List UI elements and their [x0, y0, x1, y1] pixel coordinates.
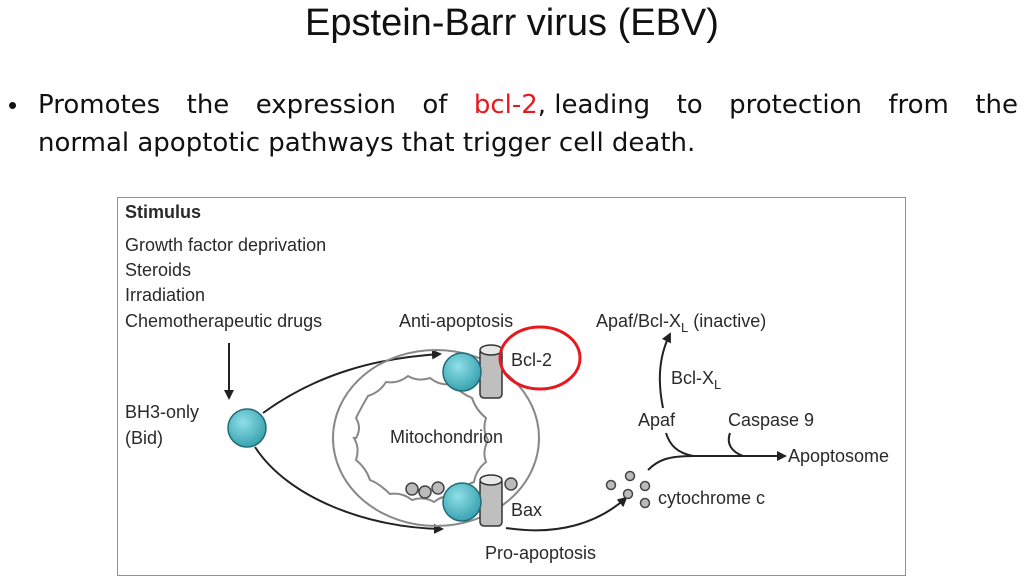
bcl2-label: Bcl-2	[511, 350, 552, 370]
cytochrome-c-dot	[624, 470, 636, 482]
mitochondrion-label: Mitochondrion	[390, 427, 503, 447]
cytochrome-to-apoptosome-path	[647, 455, 694, 471]
bclxl-text: Bcl-X	[671, 368, 714, 388]
pro-apoptosis-label: Pro-apoptosis	[485, 543, 596, 563]
bullet-line-2: normal apoptotic pathways that trigger c…	[38, 128, 696, 158]
bullet-line-1: Promotes the expression of bcl-2, leadin…	[38, 86, 1018, 124]
apoptosis-diagram: Stimulus Growth factor deprivation Stero…	[117, 197, 906, 576]
bullet-text: Promotes the expression of bcl-2, leadin…	[38, 86, 1018, 162]
slide-title: Epstein-Barr virus (EBV)	[305, 2, 719, 44]
cytochrome-dot	[431, 481, 445, 495]
apaf-label: Apaf	[638, 410, 676, 430]
cytochrome-dot	[418, 485, 432, 499]
apaf-join-line	[665, 432, 694, 457]
stimulus-item: Irradiation	[125, 285, 205, 305]
bullet-word: , leading	[537, 90, 651, 120]
apaf-bclxl-inactive-label: Apaf/Bcl-XL (inactive)	[596, 311, 766, 335]
bullet-word: Promotes	[38, 90, 161, 120]
apaf-bclxl-suffix: (inactive)	[688, 311, 766, 331]
caspase9-label: Caspase 9	[728, 410, 814, 430]
cytochrome-c-dot	[639, 497, 651, 509]
cytochrome-c-label: cytochrome c	[658, 488, 765, 508]
bcl2-channel-top	[479, 344, 503, 356]
bullet-point: • Promotes the expression of bcl-2, lead…	[8, 86, 1018, 162]
bax-label: Bax	[511, 500, 542, 520]
mitochondrion-inner-membrane	[352, 374, 490, 504]
bclxl-label: Bcl-XL	[671, 368, 721, 392]
bh3-label: BH3-only	[125, 402, 199, 422]
bax-protein	[442, 482, 482, 522]
caspase9-join-line	[727, 432, 744, 457]
cytochrome-c-dot	[605, 479, 617, 491]
cytochrome-dot	[504, 477, 518, 491]
apoptosis-diagram-svg: Stimulus Growth factor deprivation Stero…	[125, 202, 889, 563]
bullet-word: the	[975, 90, 1018, 120]
mitochondrion-outer-membrane	[332, 349, 540, 527]
bid-to-bax-arrow	[254, 446, 444, 534]
bullet-highlight-group: bcl-2, leading	[474, 86, 650, 124]
bullet-word: to	[676, 90, 703, 120]
apoptosome-label: Apoptosome	[788, 446, 889, 466]
stimulus-header: Stimulus	[125, 202, 201, 222]
anti-apoptosis-label: Anti-apoptosis	[399, 311, 513, 331]
bid-to-bcl2-arrow	[262, 349, 442, 414]
bcl2-protein	[442, 352, 482, 392]
cytochrome-dot	[405, 482, 419, 496]
cytochrome-c-dot	[622, 488, 634, 500]
bcl2-highlight-circle	[498, 325, 582, 391]
apaf-to-inactive-arrow	[658, 332, 671, 409]
bax-channel-top	[479, 474, 503, 486]
bclxl-subscript: L	[714, 377, 721, 392]
bid-label: (Bid)	[125, 428, 163, 448]
apaf-bclxl-text: Apaf/Bcl-X	[596, 311, 681, 331]
stimulus-item: Steroids	[125, 260, 191, 280]
stimulus-item: Chemotherapeutic drugs	[125, 311, 322, 331]
bullet-word: the	[186, 90, 230, 120]
bullet-word: from	[888, 90, 949, 120]
bid-protein	[227, 408, 267, 448]
bcl2-highlight: bcl-2	[473, 90, 538, 120]
apaf-bclxl-subscript: L	[681, 320, 688, 335]
cytochrome-c-dot	[639, 480, 651, 492]
bullet-word: expression	[255, 90, 396, 120]
bullet-word: protection	[729, 90, 862, 120]
bullet-marker: •	[8, 90, 18, 120]
stimulus-item: Growth factor deprivation	[125, 235, 326, 255]
bullet-word: of	[422, 90, 448, 120]
bax-to-cytochrome-arrow	[505, 496, 628, 532]
